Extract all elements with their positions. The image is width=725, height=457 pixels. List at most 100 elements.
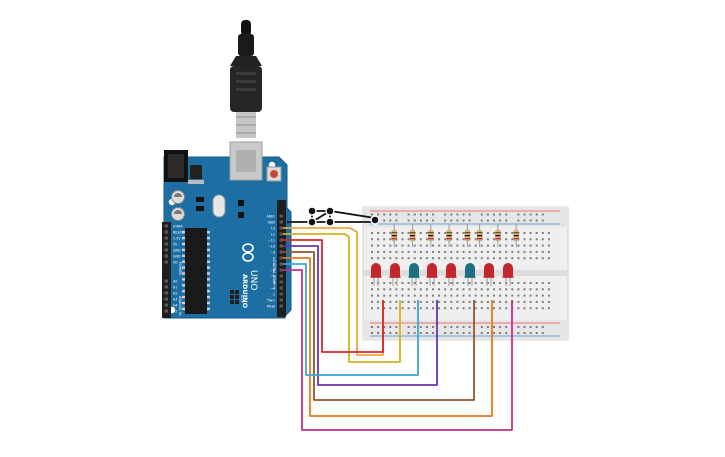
analog-pin-socket[interactable] (164, 297, 169, 301)
breadboard-hole (523, 300, 526, 303)
breadboard-hole (480, 257, 483, 260)
breadboard-hole (432, 244, 434, 247)
rail-hole (517, 332, 520, 334)
resistor-band (410, 235, 415, 237)
wire-node[interactable] (370, 215, 380, 225)
breadboard-hole (371, 257, 373, 260)
resistor-band (495, 235, 501, 237)
digital-pin-socket[interactable] (279, 244, 284, 248)
breadboard-hole (535, 294, 538, 297)
digital-pin-socket[interactable] (279, 214, 284, 218)
wire-pin-8[interactable] (283, 257, 493, 417)
digital-pin-socket[interactable] (279, 226, 284, 230)
led[interactable] (465, 263, 475, 277)
breadboard-hole (377, 307, 380, 310)
breadboard-hole (438, 232, 441, 234)
breadboard-hole (517, 307, 520, 310)
led[interactable] (503, 263, 513, 277)
breadboard-hole (419, 250, 422, 253)
power-pin-socket[interactable] (164, 224, 169, 228)
wire-node[interactable] (307, 206, 317, 216)
power-pin-socket[interactable] (164, 260, 169, 264)
wire-node[interactable] (325, 206, 335, 216)
icsp-pin (230, 290, 234, 294)
digital-pin-socket[interactable] (279, 232, 284, 236)
led[interactable] (427, 263, 437, 277)
usb-cable[interactable] (230, 20, 262, 138)
digital-pin-socket[interactable] (279, 298, 284, 302)
rail-hole (419, 213, 422, 216)
digital-pin-socket[interactable] (279, 256, 284, 260)
wire-pin-9[interactable] (283, 251, 475, 401)
bottom-power-rail (363, 320, 568, 340)
digital-pin-socket[interactable] (279, 304, 284, 308)
digital-pin-socket[interactable] (279, 268, 284, 272)
breadboard-hole (425, 307, 428, 310)
rail-hole (377, 332, 380, 334)
wires (283, 227, 513, 431)
breadboard-hole (541, 307, 544, 310)
rail-hole (535, 332, 538, 334)
rail-hole (432, 219, 434, 222)
resistor-band (428, 235, 434, 237)
wire-node[interactable] (307, 217, 317, 227)
breadboard-hole (383, 307, 386, 310)
digital-pin-socket[interactable] (279, 280, 284, 284)
analog-pin-socket[interactable] (164, 285, 169, 289)
analog-pin-socket[interactable] (164, 303, 169, 307)
rail-hole (389, 219, 392, 222)
arduino-uno-board[interactable]: ARDUINO UNO ICSP AREFGND1312~11~10~987~6… (162, 141, 292, 319)
breadboard-hole (383, 300, 386, 303)
breadboard-hole (486, 300, 489, 303)
led[interactable] (390, 263, 400, 277)
wire-pin-6[interactable] (283, 269, 513, 431)
digital-pin-socket[interactable] (279, 274, 284, 278)
breadboard-hole (377, 294, 380, 297)
breadboard-hole (474, 307, 477, 310)
wire-pin-13[interactable] (283, 227, 384, 356)
rail-hole (450, 213, 453, 216)
analog-pin-socket[interactable] (164, 291, 169, 295)
digital-pin-socket[interactable] (279, 238, 284, 242)
breadboard-hole (425, 244, 428, 247)
ground-wire[interactable] (287, 206, 380, 227)
breadboard-hole (450, 307, 453, 310)
breadboard-hole (389, 288, 392, 291)
led[interactable] (446, 263, 456, 277)
led[interactable] (371, 263, 381, 277)
analog-pin-socket[interactable] (164, 279, 169, 283)
digital-pin-socket[interactable] (279, 292, 284, 296)
analog-pin-label: A2 (173, 291, 177, 295)
chip-pin (207, 295, 210, 299)
breadboard-hole (383, 238, 386, 241)
wire-node[interactable] (325, 217, 335, 227)
power-pin-socket[interactable] (164, 248, 169, 252)
resistor-band (446, 238, 452, 240)
rail-hole (432, 326, 434, 328)
wire-pin-10[interactable] (283, 245, 438, 386)
rail-hole (462, 219, 465, 222)
digital-pin-socket[interactable] (279, 220, 284, 224)
power-pin-socket[interactable] (164, 242, 169, 246)
breadboard-hole (493, 250, 495, 253)
breadboard-hole (389, 294, 392, 297)
resistor-band (391, 238, 397, 240)
wire-pin-7[interactable] (283, 263, 419, 376)
digital-pin-socket[interactable] (279, 262, 284, 266)
digital-pin-socket[interactable] (279, 250, 284, 254)
wire-pin-11[interactable] (283, 239, 384, 353)
chip-pin (182, 242, 185, 246)
breadboard-hole (517, 300, 520, 303)
breadboard-hole (444, 300, 447, 303)
wire-pin-12[interactable] (283, 233, 401, 363)
power-pin-socket[interactable] (164, 236, 169, 240)
led[interactable] (484, 263, 494, 277)
breadboard-hole (419, 232, 422, 234)
breadboard-hole (511, 238, 514, 241)
power-pin-socket[interactable] (164, 230, 169, 234)
digital-pin-socket[interactable] (279, 286, 284, 290)
analog-pin-socket[interactable] (164, 309, 169, 313)
breadboard-hole (480, 282, 483, 284)
led[interactable] (409, 263, 419, 277)
power-pin-socket[interactable] (164, 254, 169, 258)
